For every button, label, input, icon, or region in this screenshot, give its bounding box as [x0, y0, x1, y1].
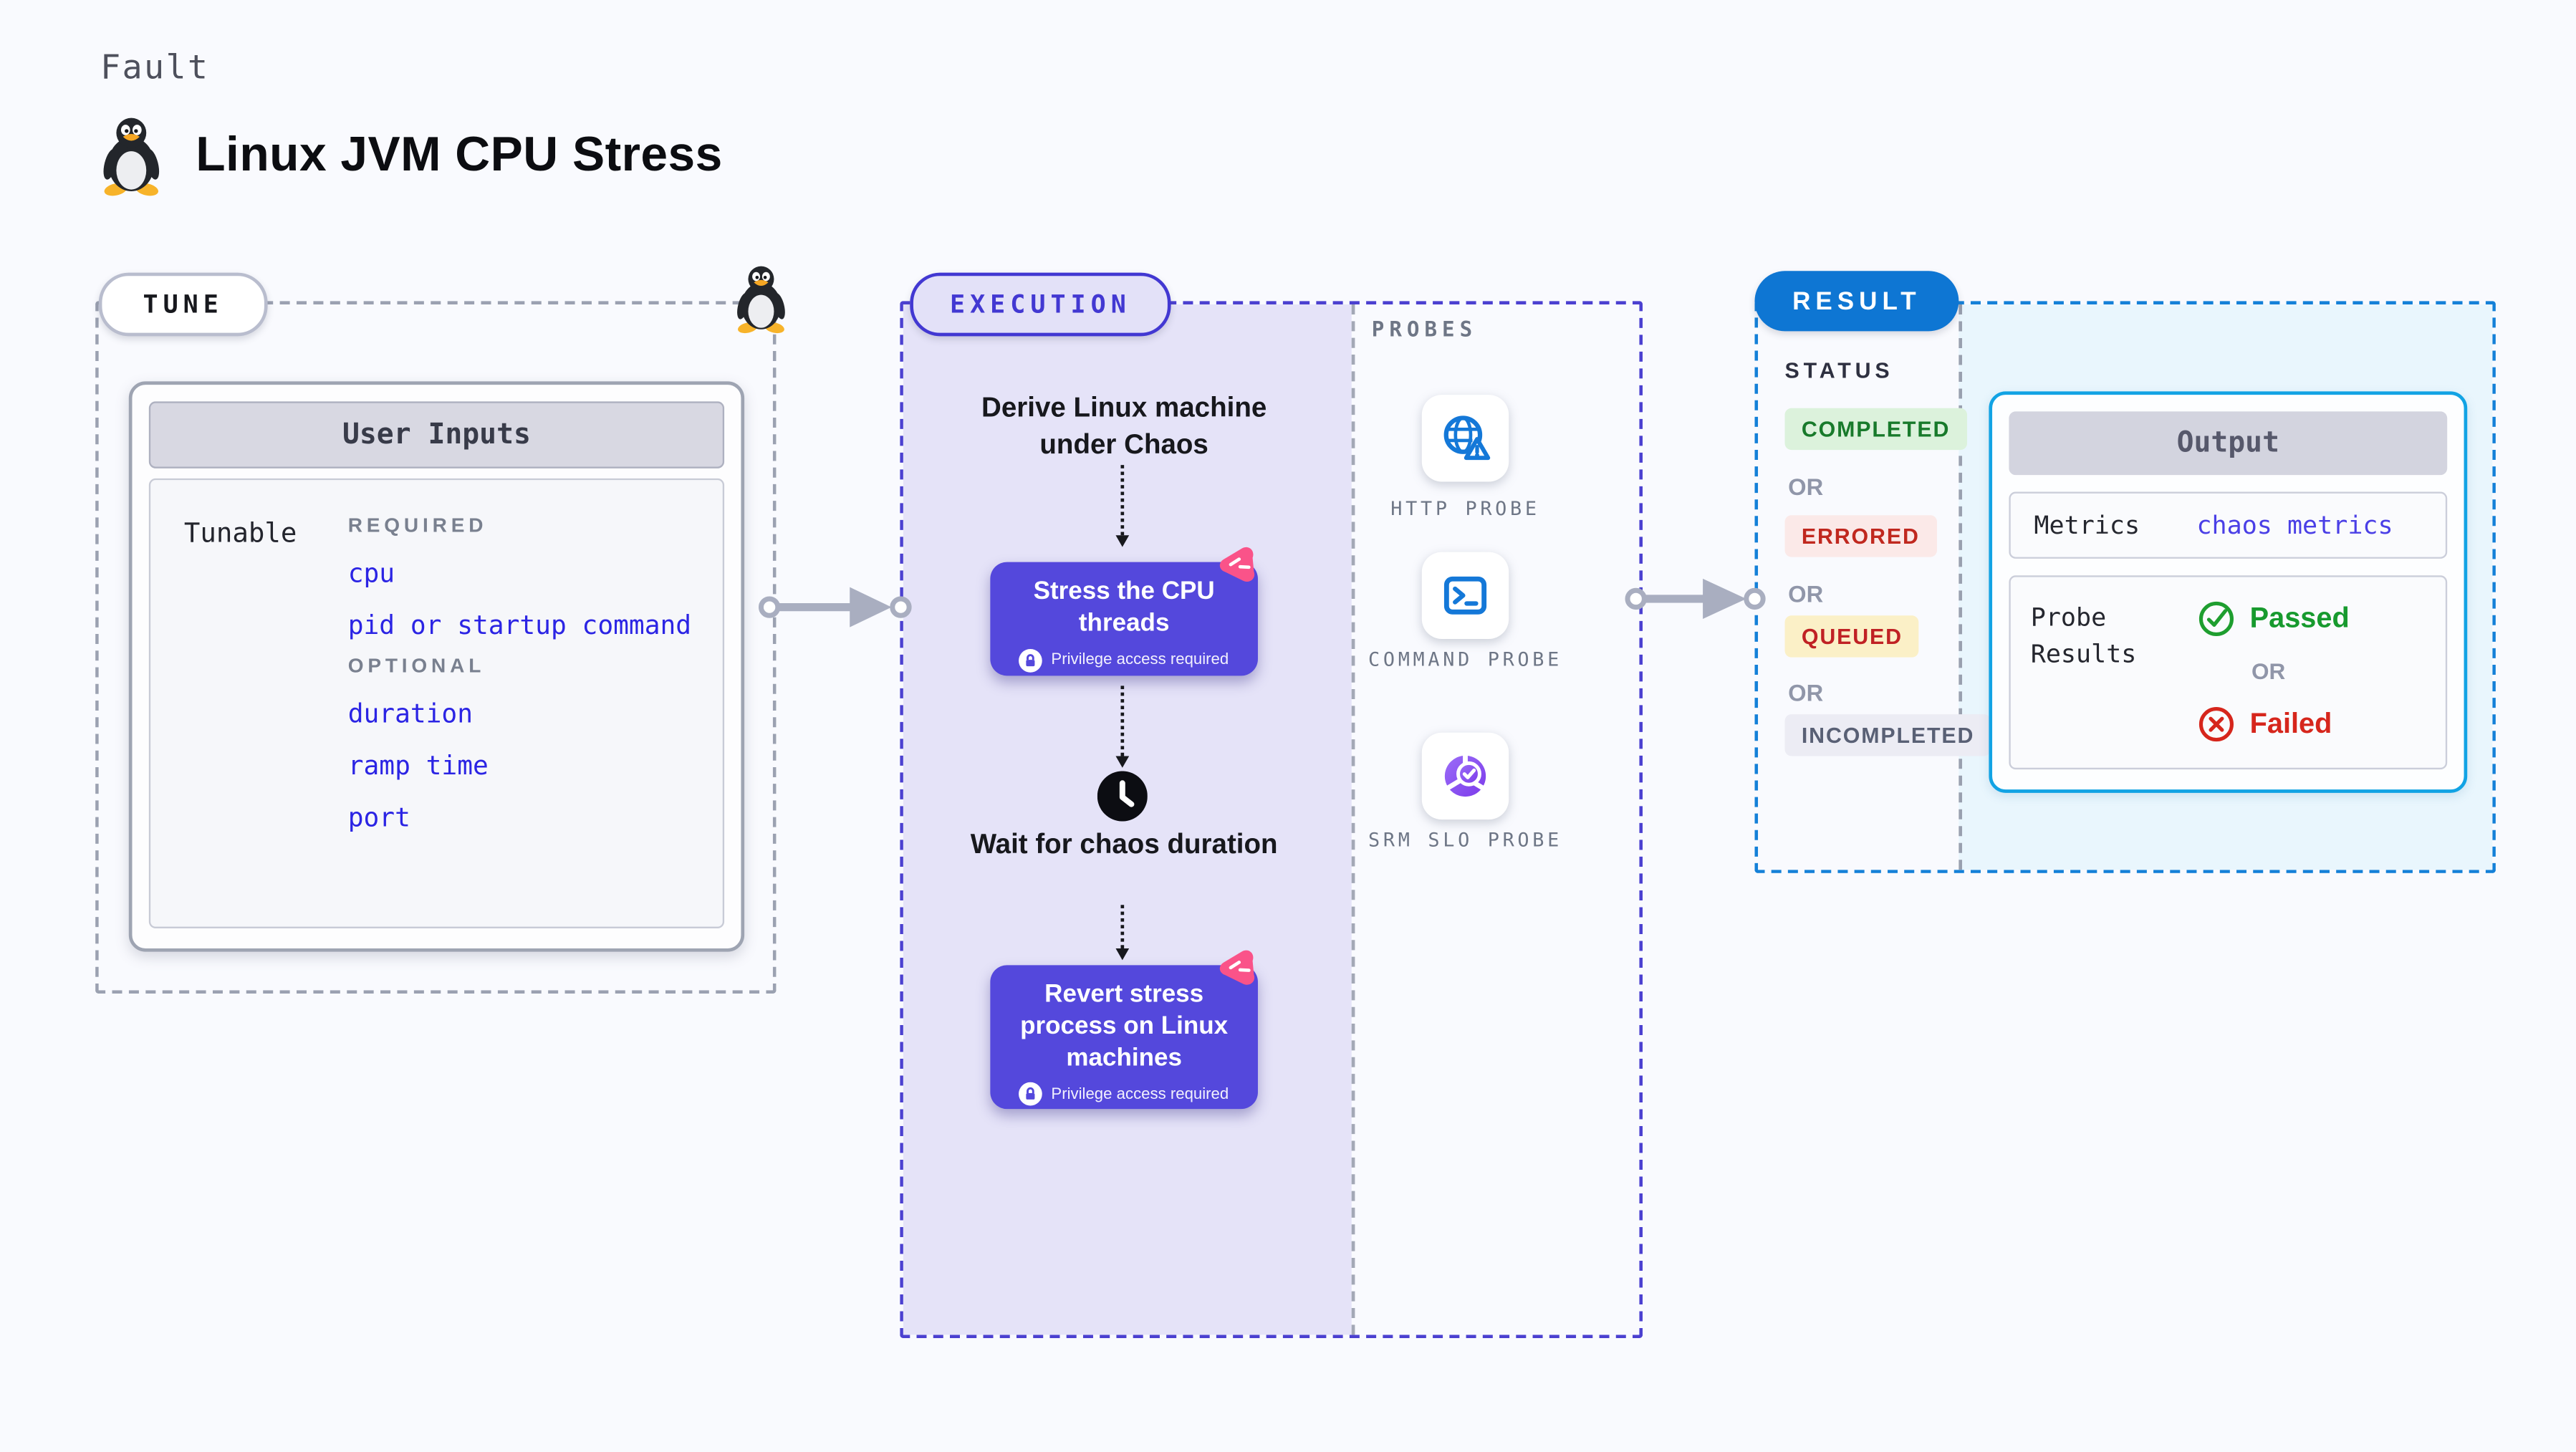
passed-row: Passed: [2198, 600, 2350, 637]
wait-step-label: Wait for chaos duration: [970, 830, 1278, 860]
chaos-icon: [1219, 950, 1255, 985]
result-pill: RESULT: [1754, 271, 1959, 332]
probes-divider: [1351, 304, 1355, 1335]
linux-tux-icon: [103, 117, 160, 196]
tunable-fields: REQUIRED cpu pid or startup command OPTI…: [348, 500, 691, 833]
tunable-field-duration: duration: [347, 699, 474, 730]
tunable-field-port: port: [347, 802, 410, 833]
status-badge-incompleted: INCOMPLETED: [1784, 714, 1991, 756]
flow-arrow-1: [1115, 465, 1130, 547]
verdict-column: Passed OR Failed: [2198, 600, 2350, 768]
tune-section: [95, 301, 777, 994]
metrics-label: Metrics: [2034, 510, 2140, 541]
http-probe-card: [1421, 395, 1509, 482]
privilege-row: Privilege access required: [1000, 1082, 1248, 1107]
http-probe-label: HTTP PROBE: [1390, 496, 1540, 521]
tune-to-execution-arrow: [758, 587, 912, 628]
execution-pill: EXECUTION: [910, 272, 1171, 337]
lock-icon: [1019, 648, 1043, 672]
revert-stress-title: Revert stress process on Linux machines: [1020, 980, 1229, 1072]
execution-to-result-arrow: [1625, 578, 1766, 619]
tunable-field-cpu: cpu: [347, 558, 395, 589]
command-probe-card: [1421, 552, 1509, 639]
privilege-note: Privilege access required: [1051, 650, 1229, 670]
privilege-note: Privilege access required: [1051, 1085, 1229, 1104]
globe-alert-icon: [1443, 415, 1491, 461]
failed-row: Failed: [2198, 706, 2349, 742]
failed-label: Failed: [2249, 707, 2332, 740]
x-circle-icon: [2198, 707, 2234, 742]
chaos-icon: [1219, 547, 1255, 582]
or-label: OR: [1788, 679, 1824, 706]
check-circle-icon: [2198, 601, 2234, 637]
probe-results-row: Probe Results Passed OR Failed: [2009, 575, 2448, 770]
tune-tux-icon: [737, 266, 785, 334]
output-card: Output Metrics chaos metrics Probe Resul…: [1989, 391, 2468, 793]
probe-results-label: Probe Results: [2030, 602, 2137, 669]
tune-pill: TUNE: [98, 272, 268, 337]
user-inputs-card: User Inputs Tunable REQUIRED cpu pid or …: [128, 381, 745, 952]
user-inputs-body: Tunable REQUIRED cpu pid or startup comm…: [148, 478, 725, 928]
slo-donut-icon: [1444, 755, 1486, 797]
status-badge-completed: COMPLETED: [1784, 408, 1967, 451]
required-heading: REQUIRED: [347, 513, 488, 537]
metrics-row: Metrics chaos metrics: [2009, 491, 2448, 559]
command-probe-label: COMMAND PROBE: [1368, 647, 1562, 671]
flow-arrow-2: [1115, 686, 1130, 768]
derive-step-label: Derive Linux machine under Chaos: [981, 393, 1267, 460]
stress-cpu-title: Stress the CPU threads: [1033, 577, 1215, 638]
clock-icon: [1097, 771, 1148, 822]
user-inputs-title: User Inputs: [148, 401, 725, 468]
srm-slo-probe-card: [1421, 732, 1509, 820]
lock-icon: [1019, 1082, 1043, 1107]
revert-stress-node: Revert stress process on Linux machines …: [990, 965, 1258, 1110]
or-label: OR: [1788, 473, 1824, 501]
terminal-icon: [1443, 576, 1487, 615]
status-heading: STATUS: [1784, 357, 1894, 383]
passed-label: Passed: [2249, 602, 2350, 634]
output-title: Output: [2009, 411, 2448, 476]
tunable-field-ramp-time: ramp time: [347, 751, 489, 782]
flow-arrow-3: [1115, 905, 1130, 961]
result-divider: [1959, 304, 1963, 870]
status-badge-errored: ERRORED: [1784, 515, 1937, 557]
metrics-value: chaos metrics: [2196, 510, 2393, 541]
privilege-row: Privilege access required: [1000, 648, 1248, 672]
status-badge-queued: QUEUED: [1784, 615, 1920, 658]
probes-heading: PROBES: [1371, 316, 1478, 342]
or-label: OR: [1788, 580, 1824, 607]
or-label: OR: [2251, 659, 2286, 685]
optional-heading: OPTIONAL: [347, 654, 486, 678]
stress-cpu-node: Stress the CPU threads Privilege access …: [990, 562, 1258, 676]
page-title: Linux JVM CPU Stress: [196, 128, 723, 183]
tunable-row-label: Tunable: [183, 516, 297, 549]
tunable-field-pid: pid or startup command: [347, 610, 692, 641]
fault-kicker: Fault: [100, 47, 210, 87]
srm-slo-probe-label: SRM SLO PROBE: [1368, 827, 1562, 852]
